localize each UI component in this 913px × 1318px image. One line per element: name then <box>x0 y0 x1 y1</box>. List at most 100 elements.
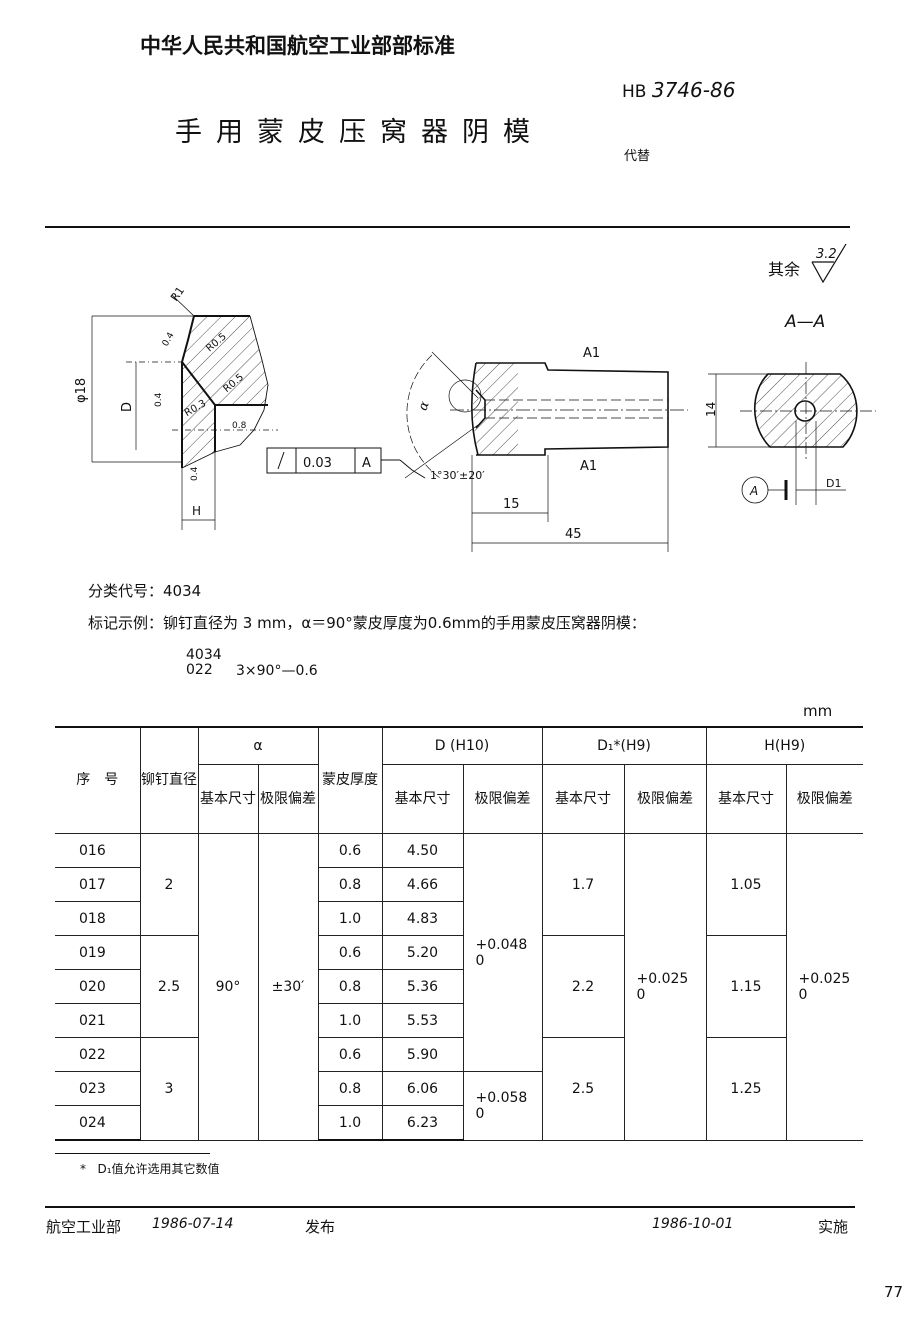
H-dev-lower: 0 <box>798 986 808 1003</box>
header-D: D (H10) <box>381 726 543 765</box>
svg-text:14: 14 <box>704 402 718 417</box>
D-dev-upper: +0.058 <box>475 1089 528 1106</box>
standard-prefix: HB <box>622 82 647 102</box>
header-alpha-basic: 基本尺寸 <box>197 764 259 834</box>
replaces-label: 代替 <box>624 149 651 164</box>
section-view: 14 D1 A <box>704 362 876 505</box>
marking-code-top: 4034 <box>186 647 222 663</box>
cell-seq: 022 <box>55 1037 141 1072</box>
header-H-basic: 基本尺寸 <box>705 764 787 834</box>
classification-code: 4034 <box>163 582 202 600</box>
footer-effective-date: 1986-10-01 <box>652 1216 734 1232</box>
cell-thickness: 0.6 <box>317 1037 383 1072</box>
svg-text:3.2: 3.2 <box>816 247 837 262</box>
svg-text:A1: A1 <box>583 346 600 361</box>
header-D-deviation: 极限偏差 <box>462 764 543 834</box>
cell-thickness: 0.8 <box>317 867 383 902</box>
cell-seq: 018 <box>55 901 141 936</box>
header-alpha: α <box>197 726 319 765</box>
D-dev-lower: 0 <box>475 1105 485 1122</box>
roughness-symbol-icon: 3.2 <box>811 243 847 284</box>
cell-D: 5.90 <box>381 1037 464 1072</box>
cell-seq: 023 <box>55 1071 141 1106</box>
header-D-basic: 基本尺寸 <box>381 764 464 834</box>
cell-seq: 019 <box>55 935 141 970</box>
cell-seq: 016 <box>55 833 141 868</box>
svg-text:15: 15 <box>503 497 520 512</box>
D1-dev-upper: +0.025 <box>636 970 689 987</box>
header-D1-basic: 基本尺寸 <box>541 764 625 834</box>
footnote-divider <box>55 1153 210 1154</box>
cell-D1-deviation: +0.025 0 <box>623 833 707 1141</box>
tolerance-frame: 0.03 A <box>266 447 426 479</box>
table-row: 016 2 90° ±30′ 0.6 4.50 +0.048 0 1.7 +0.… <box>55 833 863 1141</box>
svg-text:D1: D1 <box>826 477 841 490</box>
cell-thickness: 0.6 <box>317 935 383 970</box>
footer-divider <box>45 1206 855 1208</box>
cell-alpha-deviation: ±30′ <box>257 833 319 1141</box>
table-unit: mm <box>803 702 833 720</box>
header-D1-deviation: 极限偏差 <box>623 764 707 834</box>
marking-code-bottom: 022 <box>186 662 213 678</box>
profile-view: R1 φ18 D H R0.5 R0.5 R0.3 0.4 0.4 0.8 0.… <box>74 284 278 530</box>
cell-H-basic: 1.25 <box>705 1037 787 1141</box>
document-title: 手用蒙皮压窝器阴模 <box>175 117 544 148</box>
svg-text:φ18: φ18 <box>74 378 89 403</box>
cell-rivet-dia: 2.5 <box>139 935 199 1038</box>
page-number: 77 <box>884 1283 904 1301</box>
classification-label: 分类代号： <box>88 582 164 600</box>
D-dev-lower: 0 <box>475 952 485 969</box>
cell-D: 4.66 <box>381 867 464 902</box>
D-dev-upper: +0.048 <box>475 936 528 953</box>
cell-D: 6.06 <box>381 1071 464 1106</box>
cell-seq: 017 <box>55 867 141 902</box>
svg-text:R1: R1 <box>168 284 187 303</box>
cell-thickness: 1.0 <box>317 901 383 936</box>
footnote: * D₁值允许选用其它数值 <box>80 1160 220 1177</box>
cell-D: 4.50 <box>381 833 464 868</box>
svg-text:A: A <box>362 456 371 471</box>
cell-thickness: 1.0 <box>317 1105 383 1141</box>
cell-D: 5.20 <box>381 935 464 970</box>
footer-issue-date: 1986-07-14 <box>152 1216 234 1232</box>
svg-text:0.4: 0.4 <box>154 392 164 407</box>
marking-example-line: 标记示例：铆钉直径为 3 mm，α＝90°蒙皮厚度为0.6mm的手用蒙皮压窝器阴… <box>88 612 646 633</box>
svg-text:1°30′±20′: 1°30′±20′ <box>430 469 485 482</box>
svg-text:α: α <box>416 399 433 413</box>
marking-text: 铆钉直径为 3 mm，α＝90°蒙皮厚度为0.6mm的手用蒙皮压窝器阴模： <box>163 614 646 632</box>
footer-effective-label: 实施 <box>818 1218 849 1236</box>
cell-rivet-dia: 3 <box>139 1037 199 1141</box>
cell-rivet-dia: 2 <box>139 833 199 936</box>
cell-thickness: 0.6 <box>317 833 383 868</box>
standard-organization: 中华人民共和国航空工业部部标准 <box>140 34 455 58</box>
table-row: 020 0.8 5.36 <box>55 969 863 1004</box>
cell-D-deviation: +0.048 0 <box>462 833 543 1072</box>
D1-dev-lower: 0 <box>636 986 646 1003</box>
table-row: 024 1.0 6.23 <box>55 1105 863 1141</box>
header-divider <box>45 226 850 228</box>
cell-D: 5.36 <box>381 969 464 1004</box>
header-rivet-dia: 铆钉直径 <box>139 726 199 834</box>
table-row: 021 1.0 5.53 <box>55 1003 863 1038</box>
cell-H-deviation: +0.025 0 <box>785 833 863 1141</box>
svg-text:0.4: 0.4 <box>161 331 177 349</box>
cell-alpha-basic: 90° <box>197 833 259 1141</box>
footer-issuer: 航空工业部 <box>46 1218 122 1236</box>
header-alpha-deviation: 极限偏差 <box>257 764 319 834</box>
cell-D-deviation: +0.058 0 <box>462 1071 543 1141</box>
svg-text:A1: A1 <box>580 459 597 474</box>
cell-D1-basic: 2.2 <box>541 935 625 1038</box>
standard-number: HB 3746-86 <box>622 78 735 102</box>
cell-H-basic: 1.05 <box>705 833 787 936</box>
cell-D: 6.23 <box>381 1105 464 1141</box>
header-H: H(H9) <box>705 726 863 765</box>
footnote-text: D₁值允许选用其它数值 <box>97 1162 220 1176</box>
side-view: α 1°30′±20′ A1 A1 15 45 <box>404 346 688 552</box>
svg-text:H: H <box>192 504 201 518</box>
footer-issue-label: 发布 <box>305 1218 336 1236</box>
dimension-table: 序 号 铆钉直径 α 蒙皮厚度 D (H10) D₁*(H9) H(H9) 基本… <box>55 726 863 1141</box>
svg-text:D: D <box>120 402 135 412</box>
section-label: A—A <box>785 312 826 332</box>
table-row: 023 0.8 6.06 +0.058 0 <box>55 1071 863 1141</box>
marking-suffix: 3×90°—0.6 <box>236 663 318 679</box>
